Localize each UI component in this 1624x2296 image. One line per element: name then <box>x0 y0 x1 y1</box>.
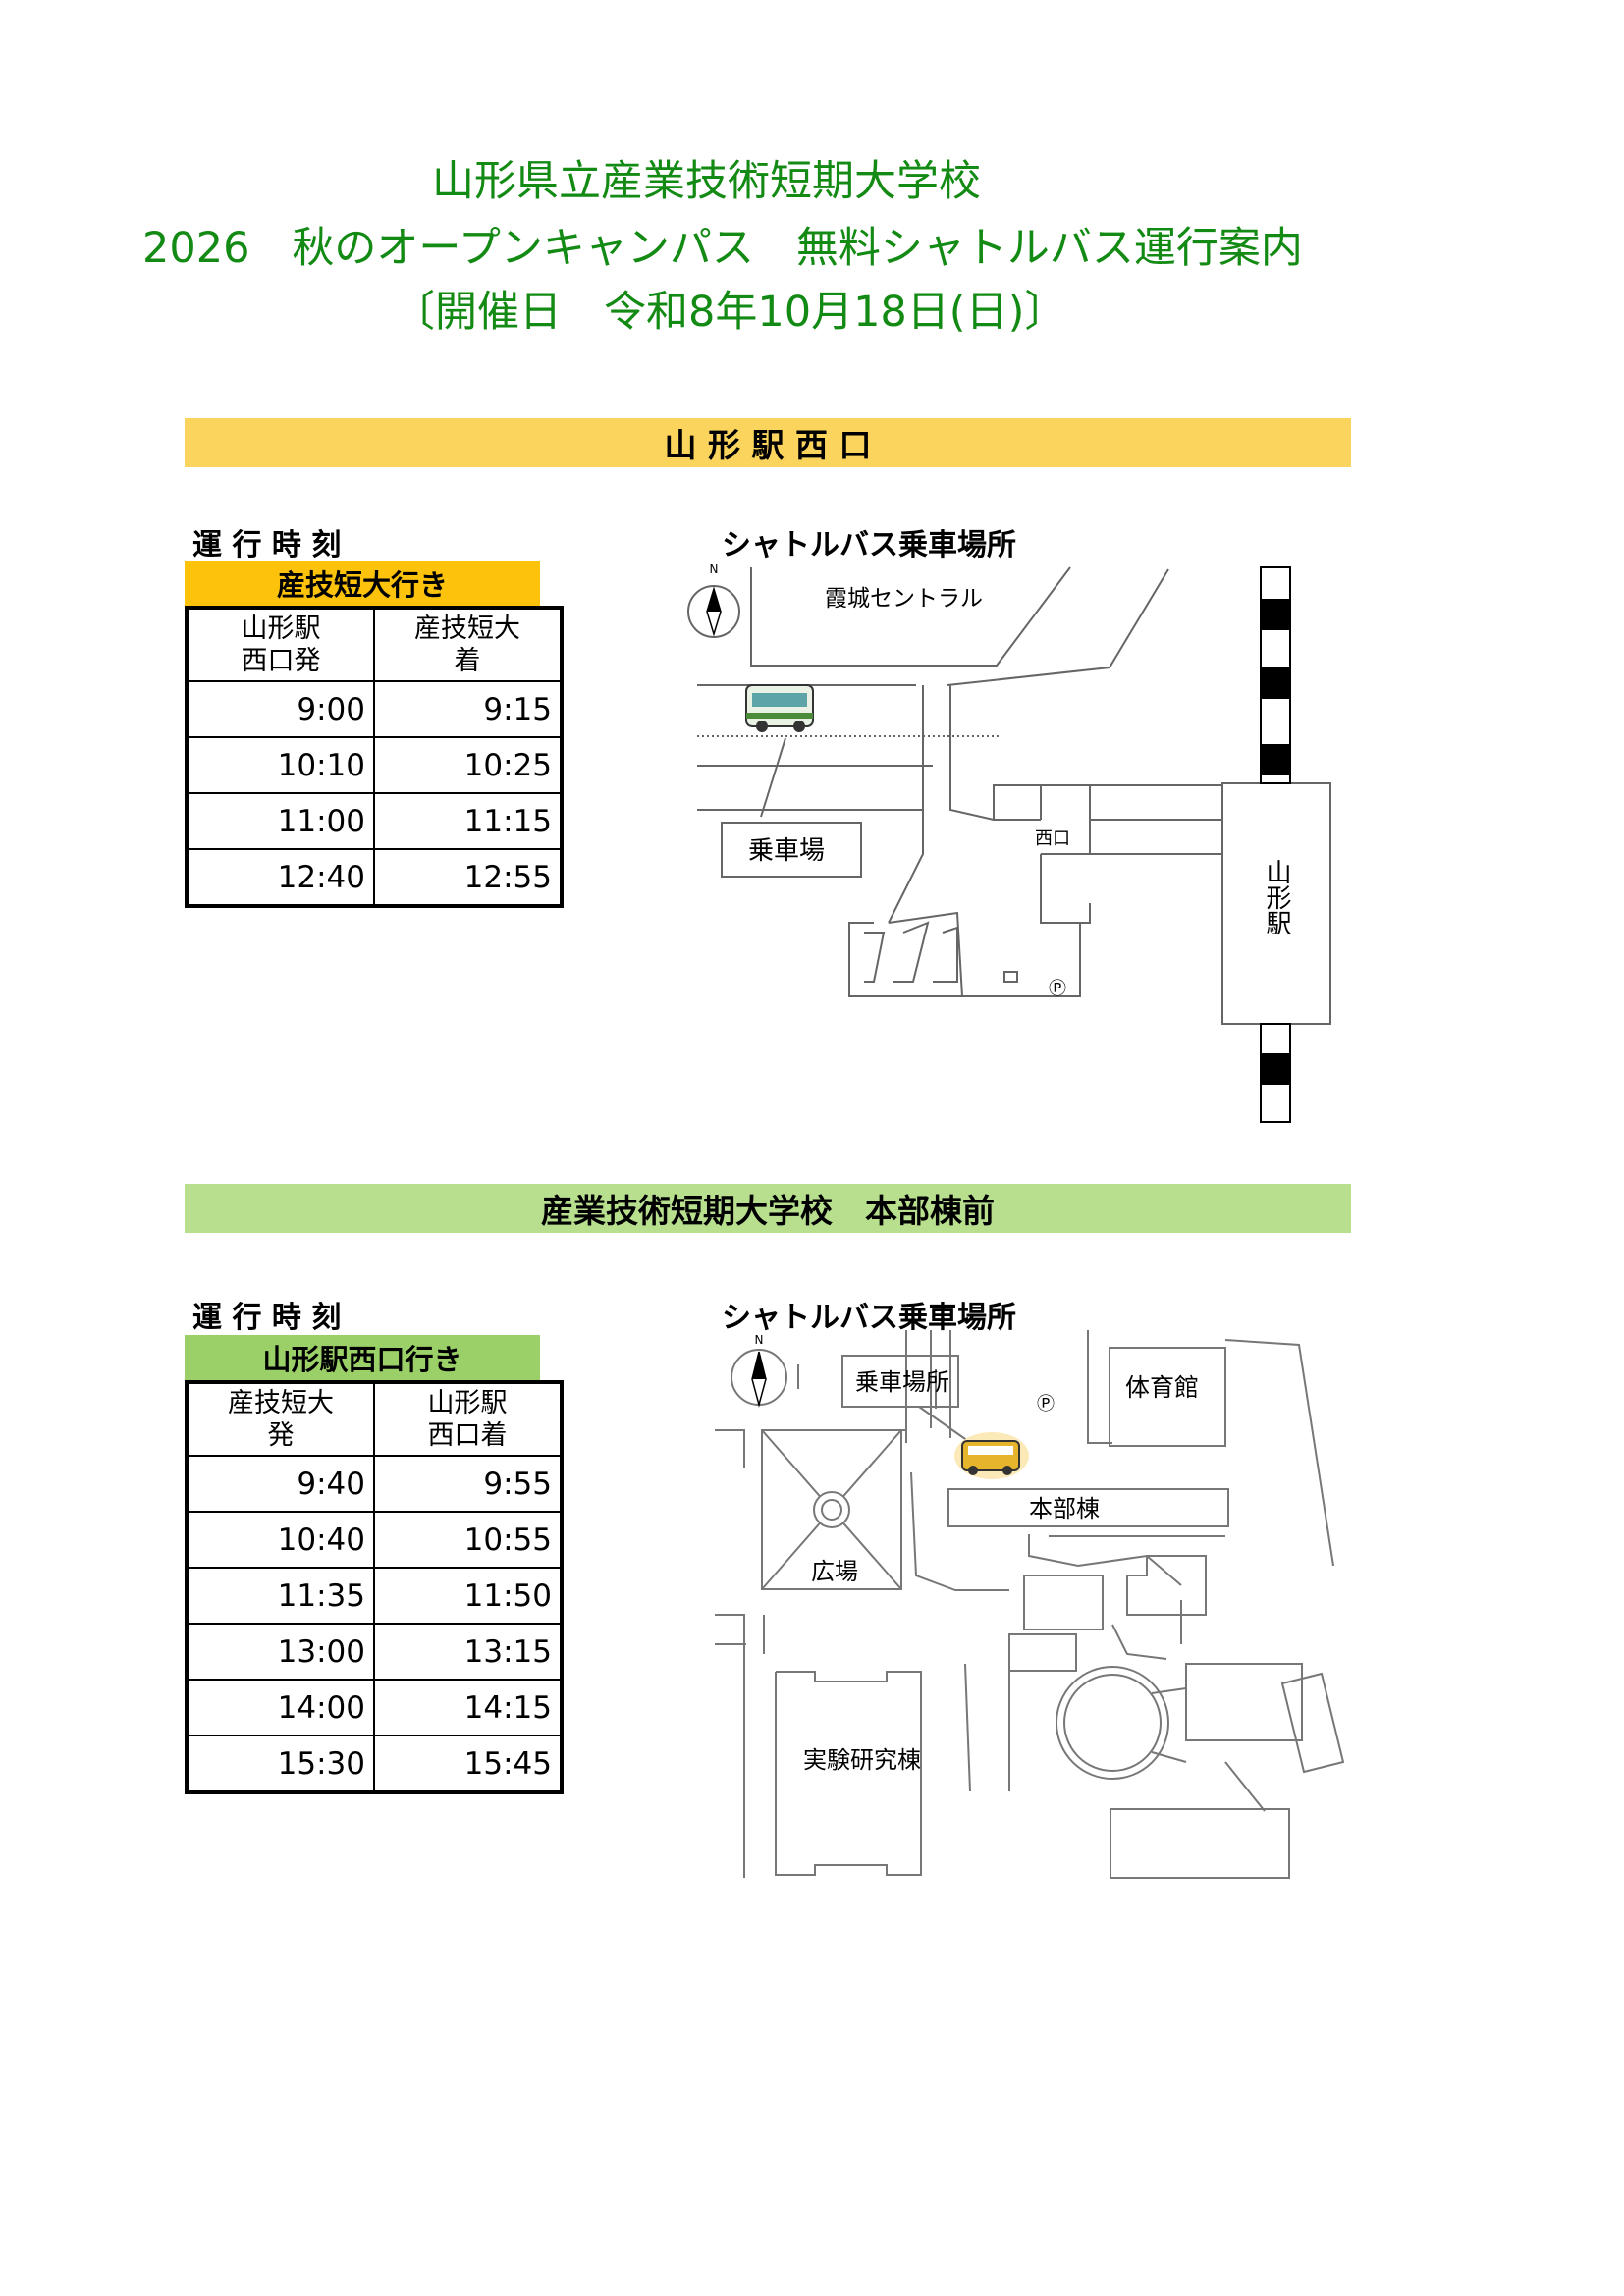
plaza-label: 広場 <box>811 1558 858 1585</box>
map-label: シャトルバス乗車場所 <box>722 528 1016 562</box>
stop-label: 乗車場 <box>748 836 825 866</box>
depart-time: 12:40 <box>186 848 375 907</box>
parking-label: Ⓟ <box>1049 979 1066 999</box>
column-header-text: 山形駅 西口着 <box>427 1388 508 1451</box>
bus-icon <box>745 684 814 732</box>
table-row: 13:00 13:15 <box>186 1623 563 1681</box>
column-header: 産技短大 発 <box>186 1381 375 1457</box>
column-header: 山形駅 西口着 <box>373 1381 563 1457</box>
table-row: 10:10 10:25 <box>186 736 563 794</box>
table-row: 12:40 12:55 <box>186 848 563 907</box>
arrive-time: 12:55 <box>373 848 563 907</box>
arrive-time: 13:15 <box>373 1623 563 1681</box>
compass-n-label: N <box>710 562 719 576</box>
direction-header: 産技短大行き <box>185 561 540 606</box>
depart-time: 14:00 <box>186 1679 375 1736</box>
table-row: 9:40 9:55 <box>186 1455 563 1513</box>
table-row: 11:00 11:15 <box>186 792 563 850</box>
plaza-box <box>761 1429 902 1590</box>
stop-label: 乗車場所 <box>855 1368 949 1396</box>
compass-icon <box>687 585 740 638</box>
arrive-time: 9:15 <box>373 680 563 738</box>
table-row: 11:35 11:50 <box>186 1567 563 1625</box>
lab-label: 実験研究棟 <box>803 1746 921 1774</box>
depart-time: 9:00 <box>186 680 375 738</box>
table-row: 10:40 10:55 <box>186 1511 563 1569</box>
parking-label: Ⓟ <box>1037 1394 1055 1415</box>
station-label: 山形駅 <box>1262 859 1291 935</box>
column-header: 産技短大 着 <box>373 607 563 682</box>
main-building-label: 本部棟 <box>1029 1495 1100 1522</box>
campus-map: N 乗車場所 Ⓟ 体育館 本部棟 広場 実験研究棟 <box>715 1330 1345 1879</box>
table-row: 9:00 9:15 <box>186 680 563 738</box>
arrive-time: 11:50 <box>373 1567 563 1625</box>
column-header: 山形駅 西口発 <box>186 607 375 682</box>
timetable-label: 運 行 時 刻 <box>192 1301 342 1335</box>
arrive-time: 11:15 <box>373 792 563 850</box>
arrive-time: 9:55 <box>373 1455 563 1513</box>
building-label: 霞城セントラル <box>825 586 983 612</box>
arrive-time: 10:55 <box>373 1511 563 1569</box>
arrive-time: 10:25 <box>373 736 563 794</box>
railway <box>1260 566 1291 1123</box>
depart-time: 13:00 <box>186 1623 375 1681</box>
bus-icon <box>954 1432 1029 1479</box>
stop-box <box>841 1355 959 1408</box>
compass-n-label: N <box>755 1333 764 1347</box>
column-header-text: 産技短大 着 <box>414 614 520 676</box>
table-row: 14:00 14:15 <box>186 1679 563 1736</box>
depart-time: 11:00 <box>186 792 375 850</box>
depart-time: 11:35 <box>186 1567 375 1625</box>
arrive-time: 14:15 <box>373 1679 563 1736</box>
arrive-time: 15:45 <box>373 1735 563 1793</box>
table-row: 15:30 15:45 <box>186 1735 563 1793</box>
title-line2: 2026 秋のオープンキャンパス 無料シャトルバス運行案内 <box>142 224 1303 273</box>
column-header-text: 産技短大 発 <box>228 1388 334 1451</box>
timetable-outbound: 山形駅 西口発 産技短大 着 9:00 9:15 10:10 10:25 11:… <box>185 606 564 908</box>
title-line1: 山形県立産業技術短期大学校 <box>432 157 981 206</box>
depart-time: 10:40 <box>186 1511 375 1569</box>
depart-time: 9:40 <box>186 1455 375 1513</box>
exit-label: 西口 <box>1035 828 1070 849</box>
depart-time: 15:30 <box>186 1735 375 1793</box>
timetable-return: 産技短大 発 山形駅 西口着 9:40 9:55 10:40 10:55 11:… <box>185 1380 564 1794</box>
stop-box <box>721 822 862 878</box>
title-line3: 〔開催日 令和8年10月18日(日)〕 <box>393 288 1067 337</box>
map-label: シャトルバス乗車場所 <box>722 1301 1016 1335</box>
direction-header: 山形駅西口行き <box>185 1335 540 1380</box>
section-yamagata-station-band: 山 形 駅 西 口 <box>185 418 1351 467</box>
gym-label: 体育館 <box>1125 1373 1199 1402</box>
station-map: N 霞城セントラル 乗車場 西口 Ⓟ 山形駅 <box>687 562 1331 1123</box>
main-building <box>947 1488 1229 1527</box>
column-header-text: 山形駅 西口発 <box>241 614 321 676</box>
section-campus-band: 産業技術短期大学校 本部棟前 <box>185 1184 1351 1233</box>
timetable-label: 運 行 時 刻 <box>192 528 342 562</box>
depart-time: 10:10 <box>186 736 375 794</box>
gym-building <box>1109 1347 1226 1447</box>
